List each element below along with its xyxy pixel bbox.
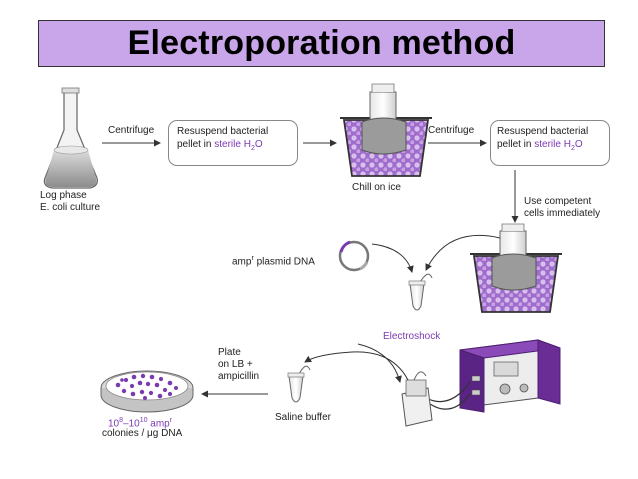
arrow-plasmid-to-tube — [371, 243, 414, 273]
competent-label-line1: Use competent — [524, 196, 592, 207]
sterile-text: sterile H — [534, 139, 571, 150]
electroporator-device-icon — [425, 339, 561, 413]
colonies-10: 10 — [108, 418, 120, 430]
cuvette-holder-icon — [401, 371, 433, 427]
resuspend-text: pellet in — [497, 139, 535, 150]
culture-label-line1: Log phase — [40, 190, 87, 201]
plate-label-line2: on LB + — [218, 359, 253, 370]
microtube-icon — [408, 273, 433, 311]
plate-label-line1: Plate — [218, 347, 241, 358]
colonies-exp1: 8 — [119, 417, 124, 424]
centrifuge-label: Centrifuge — [108, 125, 155, 136]
ice-bucket-icon — [340, 83, 432, 177]
colonies-label-line2: colonies / μg DNA — [102, 428, 183, 439]
ice-bucket-icon — [470, 223, 562, 313]
colonies-amp: amp — [147, 418, 170, 430]
subscript: 2 — [250, 145, 255, 152]
water-text: O — [254, 139, 263, 150]
resuspend-box-1: Resuspend bacterial pellet in sterile H2… — [168, 120, 298, 166]
plasmid-sup: r — [251, 255, 254, 262]
flask-icon — [43, 87, 98, 189]
colonies-label-line1: 108–1010 ampr — [108, 415, 172, 430]
plate-label-line3: ampicillin — [218, 371, 260, 382]
resuspend-box-2: Resuspend bacterial pellet in sterile H2… — [490, 120, 610, 166]
resuspend-text: pellet in — [177, 139, 215, 150]
arrow-cells-to-tube — [425, 234, 501, 271]
plasmid-amp: amp — [232, 256, 252, 268]
centrifuge-label: Centrifuge — [428, 125, 475, 136]
saline-label: Saline buffer — [275, 412, 331, 423]
page-title: Electroporation method — [127, 24, 516, 62]
resuspend-line1: Resuspend bacterial — [497, 126, 589, 137]
culture-label-line2: E. coli culture — [40, 202, 101, 213]
sterile-text: sterile H — [214, 139, 251, 150]
petri-dish-icon — [100, 370, 194, 413]
resuspend-line1: Resuspend bacterial — [177, 126, 269, 137]
plasmid-label: ampr plasmid DNA — [232, 253, 315, 268]
resuspend-line2: pellet in sterile H2O — [177, 138, 289, 155]
water-text: O — [574, 139, 583, 150]
colonies-sup: r — [169, 417, 173, 424]
plasmid-suffix: plasmid DNA — [253, 256, 315, 268]
subscript: 2 — [570, 145, 575, 152]
chill-label: Chill on ice — [352, 182, 401, 193]
microtube-icon — [287, 365, 311, 403]
arrow-to-saline — [304, 351, 409, 381]
resuspend-line2: pellet in sterile H2O — [497, 138, 603, 155]
competent-label-line2: cells immediately — [524, 208, 601, 219]
plasmid-icon — [338, 240, 370, 272]
colonies-exp2: 10 — [139, 417, 148, 424]
colonies-dash: –10 — [123, 418, 140, 430]
title-banner: Electroporation method — [38, 20, 605, 67]
electroshock-label: Electroshock — [383, 331, 441, 342]
